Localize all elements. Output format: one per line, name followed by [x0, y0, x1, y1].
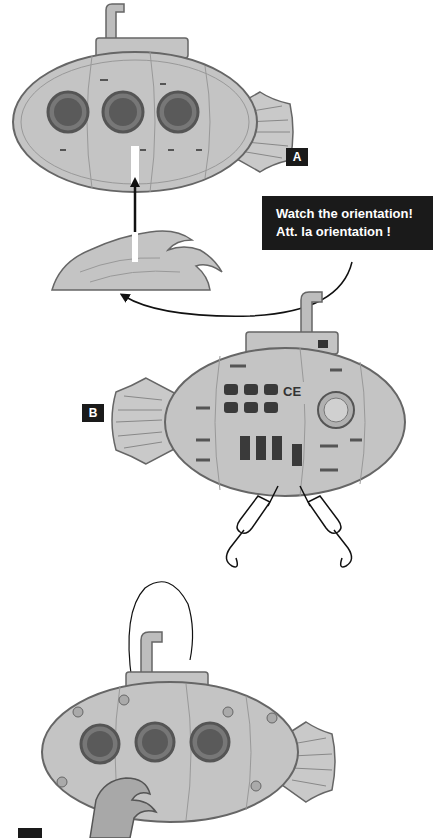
warning-note: Watch the orientation!Att. la orientatio… [262, 196, 433, 250]
submarine-assembled [42, 632, 335, 838]
submarine-back [112, 292, 405, 496]
node-text: A [292, 150, 302, 164]
node-text: B [88, 406, 98, 420]
ce-mark: CE [283, 384, 301, 399]
node-text: Watch the orientation! [276, 205, 423, 223]
step-box [18, 828, 42, 838]
step-label: B [82, 404, 104, 422]
soldering-irons [226, 486, 351, 567]
submarine-front [13, 4, 293, 192]
node-text: Att. la orientation ! [276, 223, 423, 241]
step-label: A [286, 148, 308, 166]
